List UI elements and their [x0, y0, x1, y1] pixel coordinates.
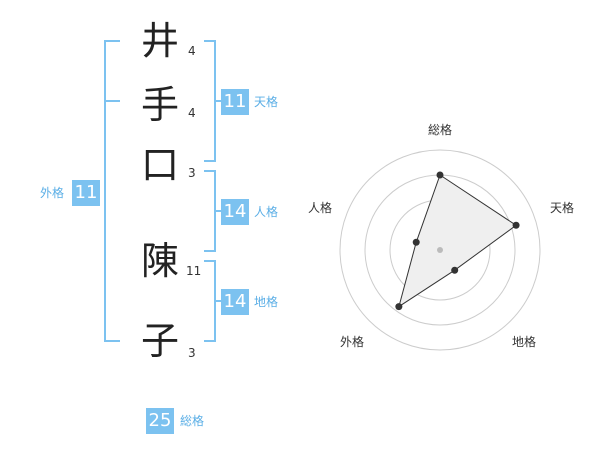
stroke-count-1: 4	[188, 44, 196, 58]
radar-points	[395, 171, 520, 311]
gaikaku-badge: 11	[72, 180, 100, 206]
stroke-count-2: 4	[188, 106, 196, 120]
tenkaku-badge: 11	[221, 89, 249, 115]
radar-point-4	[395, 303, 403, 311]
radar-label-tenkaku: 天格	[550, 200, 574, 215]
chikaku-label: 地格	[254, 295, 279, 309]
name-char-1: 井	[140, 19, 179, 63]
radar-label-chikaku: 地格	[512, 334, 536, 349]
radar-label-jinkaku: 人格	[308, 200, 332, 215]
radar-point-2	[512, 221, 520, 229]
gaikaku-connector	[104, 100, 120, 102]
chikaku-connector	[214, 300, 222, 302]
stroke-count-3: 3	[188, 166, 196, 180]
chikaku-badge: 14	[221, 289, 249, 315]
gaikaku-bracket	[104, 40, 120, 342]
jinkaku-label: 人格	[254, 205, 279, 219]
radar-label-soukaku: 総格	[428, 122, 452, 137]
radar-chart: 総格 天格 地格 外格 人格	[308, 122, 574, 351]
radar-point-5	[412, 238, 420, 246]
stroke-count-5: 3	[188, 346, 196, 360]
jinkaku-badge: 14	[221, 199, 249, 225]
radar-point-3	[451, 266, 459, 274]
jinkaku-connector	[214, 210, 222, 212]
name-char-3: 口	[140, 143, 179, 187]
soukaku-badge: 25	[146, 408, 174, 434]
name-char-5: 子	[140, 319, 179, 363]
stroke-count-4: 11	[186, 264, 202, 278]
soukaku-label: 総格	[180, 414, 205, 428]
radar-label-gaikaku: 外格	[340, 334, 364, 349]
radar-center-dot	[437, 247, 443, 253]
gaikaku-label: 外格	[40, 186, 65, 200]
tenkaku-connector	[214, 100, 222, 102]
name-char-2: 手	[140, 83, 179, 127]
radar-area	[398, 174, 517, 308]
radar-ring-4	[339, 149, 541, 351]
radar-point-1	[436, 171, 444, 179]
name-char-4: 陳	[140, 239, 179, 283]
tenkaku-label: 天格	[254, 95, 279, 109]
